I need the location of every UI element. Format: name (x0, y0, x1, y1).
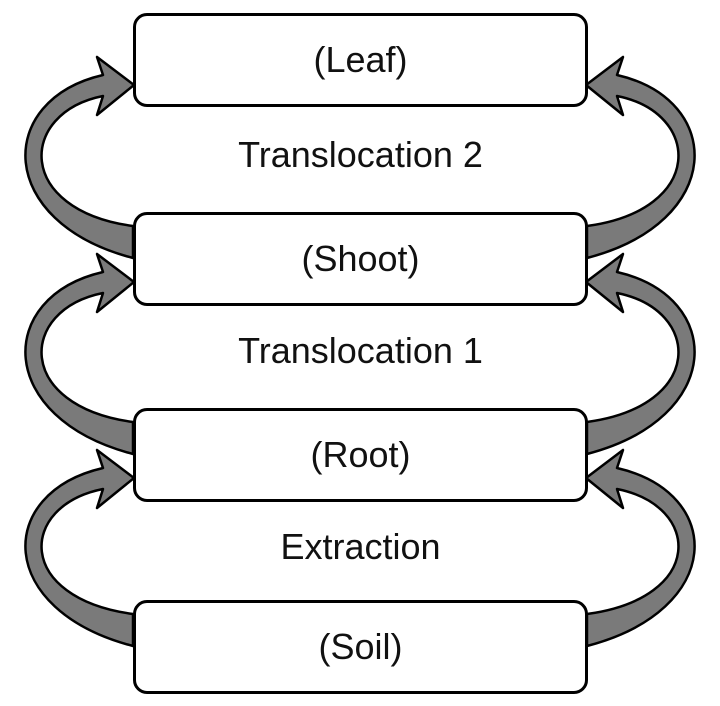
extraction-label: Extraction (280, 526, 441, 567)
shoot-box: (Shoot) (133, 212, 588, 306)
extraction-right-arrow (584, 448, 696, 648)
translocation-2-label: Translocation 2 (238, 134, 483, 175)
leaf-label: (Leaf) (313, 39, 408, 80)
translocation-1-label: Translocation 1 (238, 330, 483, 371)
shoot-label: (Shoot) (301, 238, 420, 279)
translocation-1-left-arrow (24, 252, 136, 456)
translocation-2-right-arrow (584, 55, 696, 260)
translocation-1-right-arrow (584, 252, 696, 456)
soil-box: (Soil) (133, 600, 588, 694)
soil-label: (Soil) (318, 626, 403, 667)
translocation-2-left-arrow (24, 55, 136, 260)
root-box: (Root) (133, 408, 588, 502)
leaf-box: (Leaf) (133, 13, 588, 107)
extraction-left-arrow (24, 448, 136, 648)
root-label: (Root) (310, 434, 411, 475)
